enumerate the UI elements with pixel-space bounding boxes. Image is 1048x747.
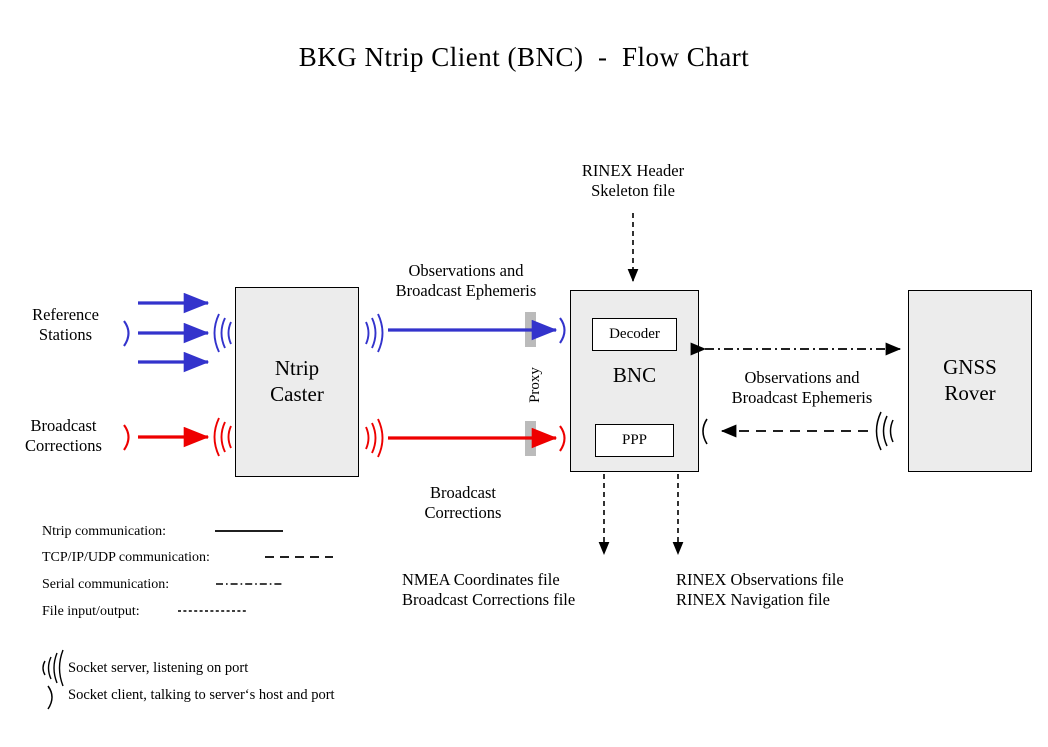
label-observations-ephemeris-right: Observations and Broadcast Ephemeris bbox=[731, 368, 873, 408]
socket-server-icon-caster-in-top bbox=[213, 313, 232, 353]
socket-client-icon-broadcast-corrections bbox=[123, 424, 130, 451]
legend-label-fileio: File input/output: bbox=[42, 604, 140, 619]
label-rinex-header-skeleton: RINEX Header Skeleton file bbox=[581, 161, 685, 201]
proxy-label-wrap: Proxy bbox=[505, 360, 565, 410]
label-rinex-output: RINEX Observations file RINEX Navigation… bbox=[676, 570, 844, 610]
socket-server-icon-rover bbox=[875, 411, 894, 451]
label-broadcast-corrections-left: Broadcast Corrections bbox=[25, 416, 102, 456]
socket-server-icon-caster-out-top bbox=[365, 313, 384, 353]
proxy-bar-top bbox=[525, 312, 536, 347]
node-decoder[interactable]: Decoder bbox=[592, 318, 677, 351]
label-reference-stations: Reference Stations bbox=[32, 305, 99, 345]
node-ppp[interactable]: PPP bbox=[595, 424, 674, 457]
label-observations-ephemeris-mid: Observations and Broadcast Ephemeris bbox=[395, 261, 537, 301]
node-bnc-label: BNC bbox=[612, 363, 657, 387]
arrow-reference-stations-to-caster bbox=[138, 292, 210, 373]
socket-server-icon-legend bbox=[42, 649, 64, 687]
node-ntrip-caster-label: Ntrip Caster bbox=[270, 356, 324, 406]
node-gnss-rover-label: GNSS Rover bbox=[943, 355, 997, 405]
socket-server-icon-caster-in-bottom bbox=[213, 417, 232, 457]
socket-client-icon-legend bbox=[47, 685, 53, 710]
label-nmea-output: NMEA Coordinates file Broadcast Correcti… bbox=[402, 570, 576, 610]
legend-label-serial: Serial communication: bbox=[42, 577, 170, 592]
socket-client-icon-bnc-in-bottom bbox=[559, 425, 566, 452]
label-broadcast-corrections-mid: Broadcast Corrections bbox=[424, 483, 502, 523]
legend-label-tcpip: TCP/IP/UDP communication: bbox=[42, 550, 210, 565]
node-gnss-rover[interactable]: GNSS Rover bbox=[908, 290, 1032, 472]
proxy-bar-bottom bbox=[525, 421, 536, 456]
node-bnc[interactable]: Decoder BNC PPP bbox=[570, 290, 699, 472]
legend-label-socket-client: Socket client, talking to server‘s host … bbox=[68, 687, 335, 703]
socket-client-icon-reference-stations bbox=[123, 320, 130, 347]
label-proxy: Proxy bbox=[527, 367, 543, 403]
page-title: BKG Ntrip Client (BNC) - Flow Chart bbox=[298, 42, 750, 72]
socket-client-icon-bnc-rover bbox=[702, 418, 708, 445]
node-decoder-label: Decoder bbox=[609, 326, 660, 343]
legend-label-socket-server: Socket server, listening on port bbox=[68, 660, 249, 676]
node-ntrip-caster[interactable]: Ntrip Caster bbox=[235, 287, 359, 477]
socket-client-icon-bnc-in-top bbox=[559, 317, 566, 344]
node-ppp-label: PPP bbox=[621, 432, 648, 449]
socket-server-icon-caster-out-bottom bbox=[365, 418, 384, 458]
legend-label-ntrip: Ntrip communication: bbox=[42, 524, 167, 539]
